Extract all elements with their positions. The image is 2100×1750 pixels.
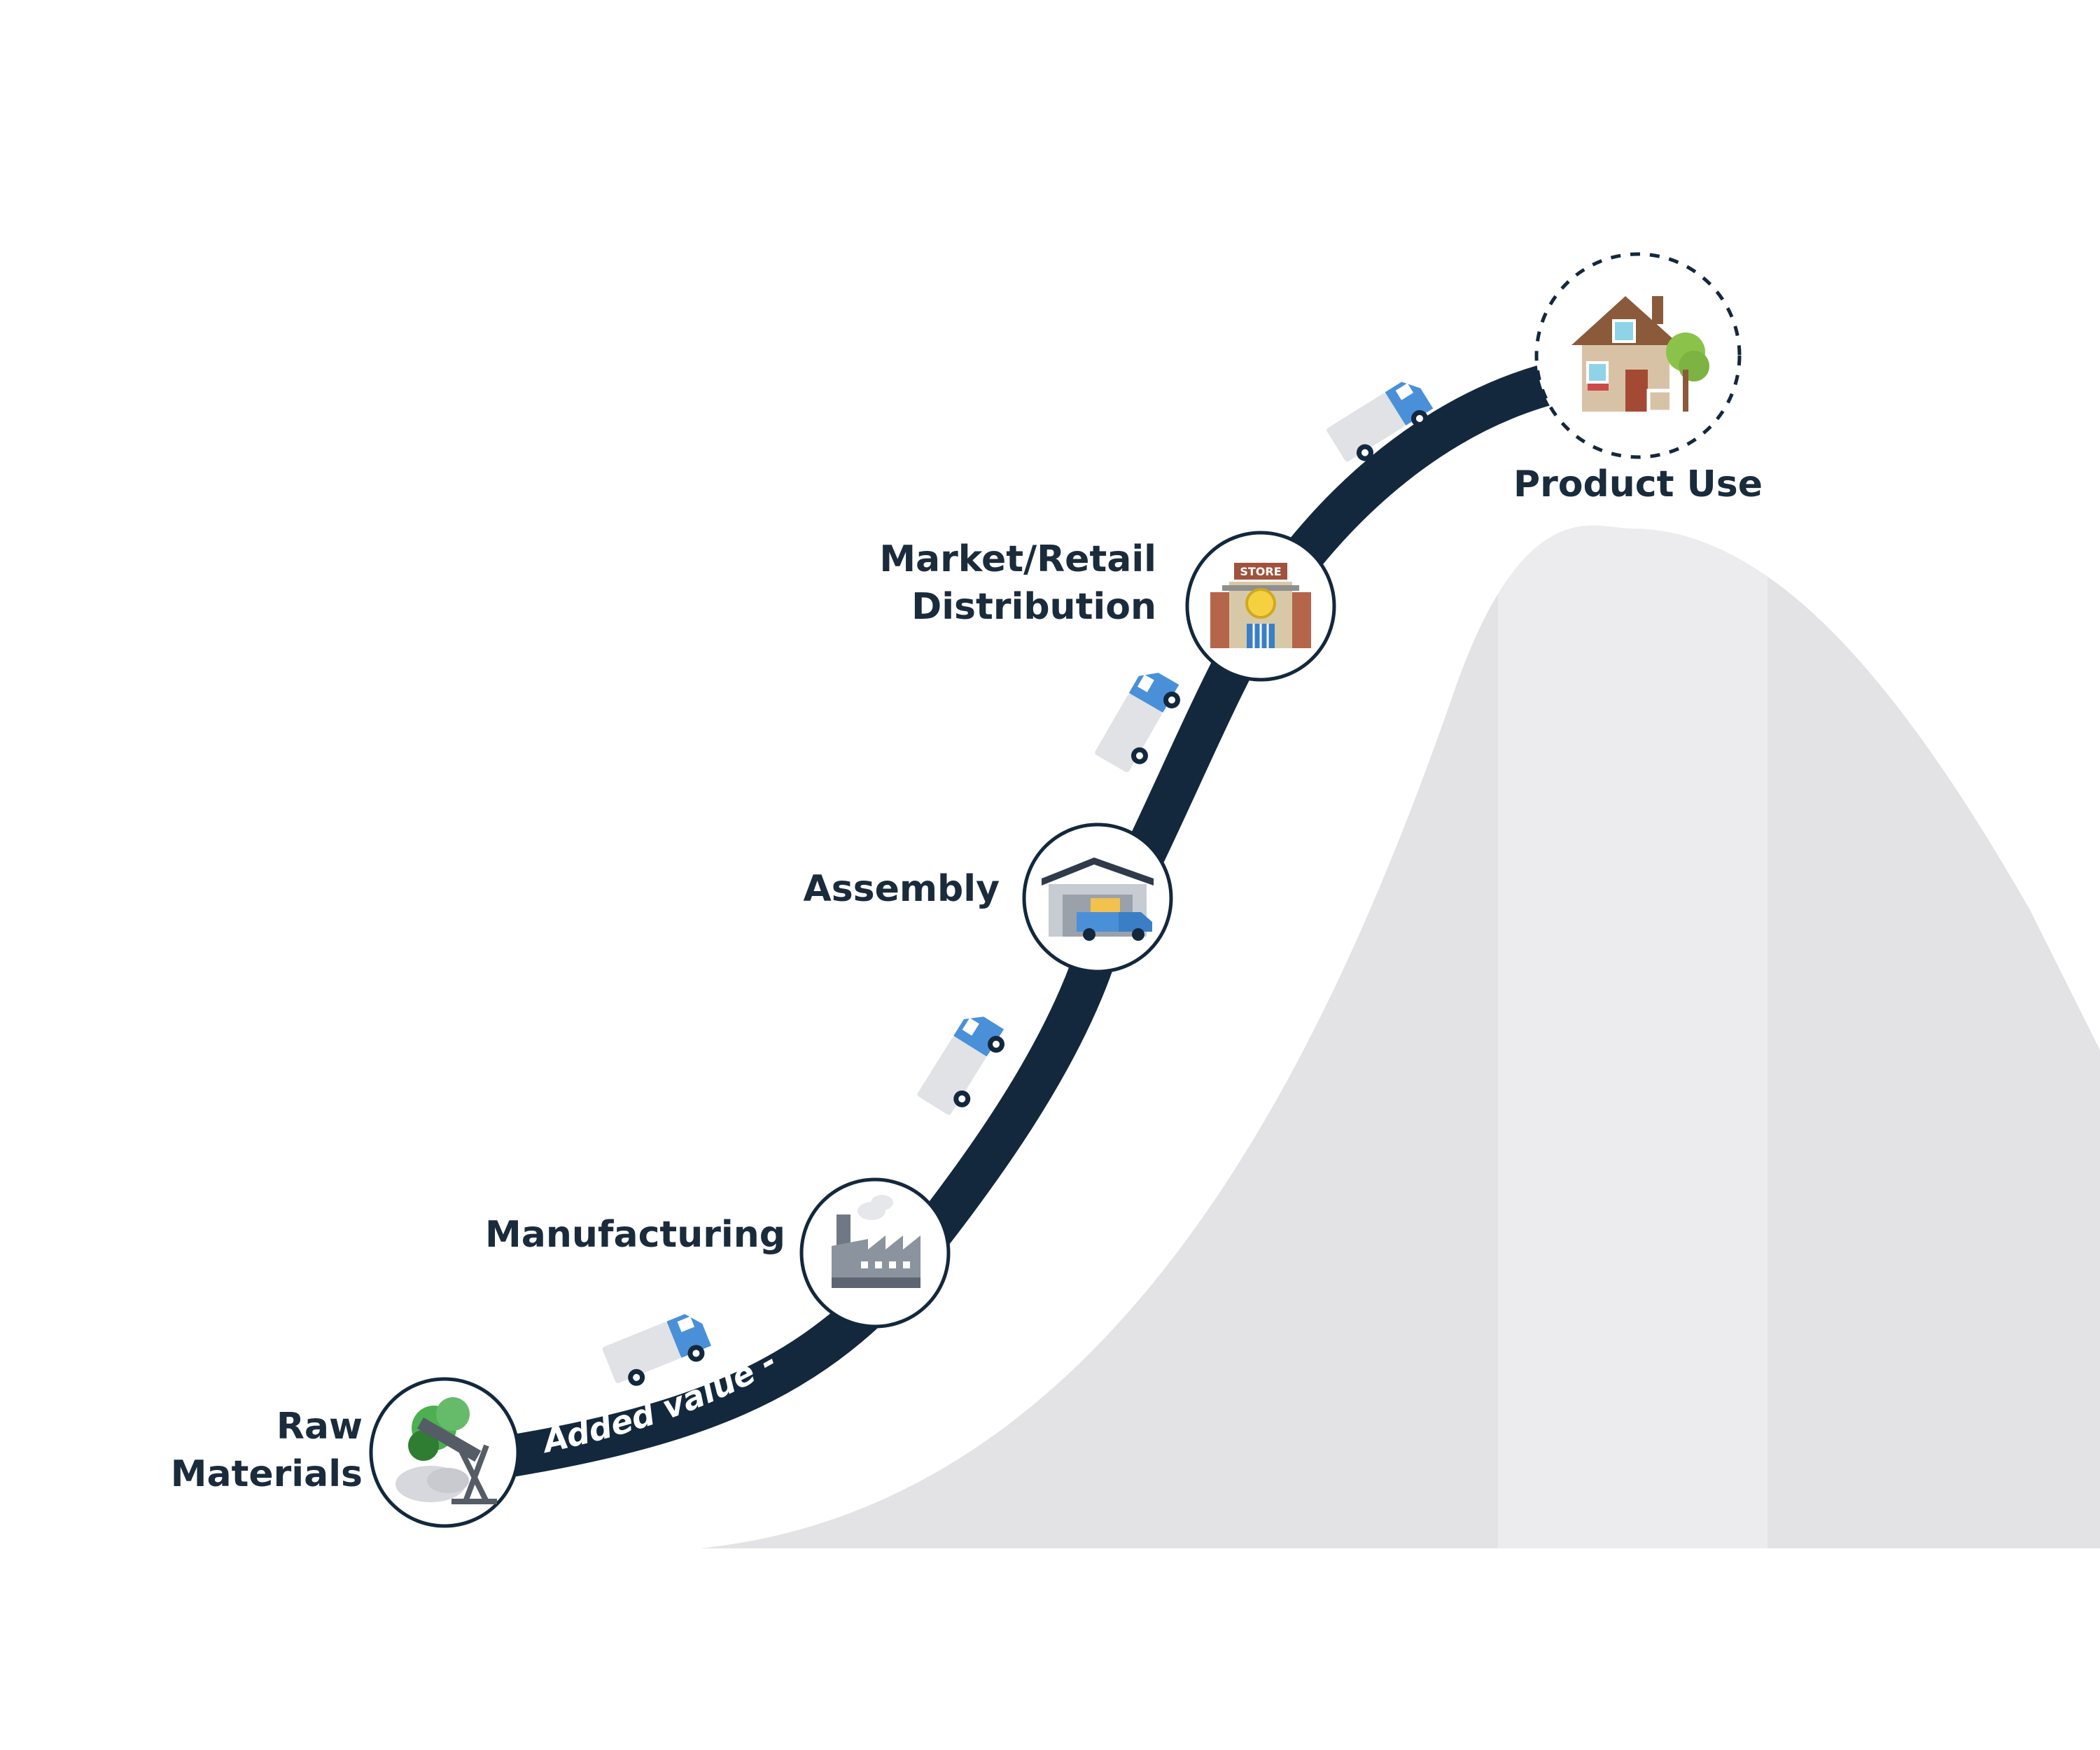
label-line: Distribution — [911, 586, 1156, 628]
stage-label-manufacturing: Manufacturing — [485, 1211, 785, 1259]
label-line: Materials — [170, 1453, 363, 1495]
house-icon — [1572, 296, 1709, 414]
stage-node-product-use — [1534, 252, 1742, 459]
stage-node-assembly — [1022, 822, 1173, 974]
store-sign-text: STORE — [1240, 565, 1281, 578]
label-line: Manufacturing — [485, 1214, 785, 1256]
stage-node-manufacturing — [799, 1177, 951, 1329]
stage-label-assembly: Assembly — [803, 865, 1000, 913]
stage-node-raw-materials — [369, 1377, 520, 1528]
factory-icon — [832, 1195, 920, 1288]
label-line: Market/Retail — [879, 538, 1156, 580]
label-line: Product Use — [1513, 463, 1763, 505]
store-icon: STORE — [1210, 563, 1311, 648]
label-line: Assembly — [803, 868, 1000, 910]
bell-curve-background — [700, 525, 2100, 1549]
stage-label-raw-materials: Raw Materials — [171, 1403, 363, 1498]
label-line: Raw — [276, 1406, 363, 1448]
stage-label-product-use: Product Use — [1498, 461, 1778, 508]
mining-tree-icon — [396, 1397, 497, 1504]
stage-label-market-retail: Market/Retail Distribution — [879, 536, 1156, 631]
stage-node-market-retail: STORE — [1185, 531, 1336, 682]
warehouse-truck-icon — [1042, 858, 1154, 941]
